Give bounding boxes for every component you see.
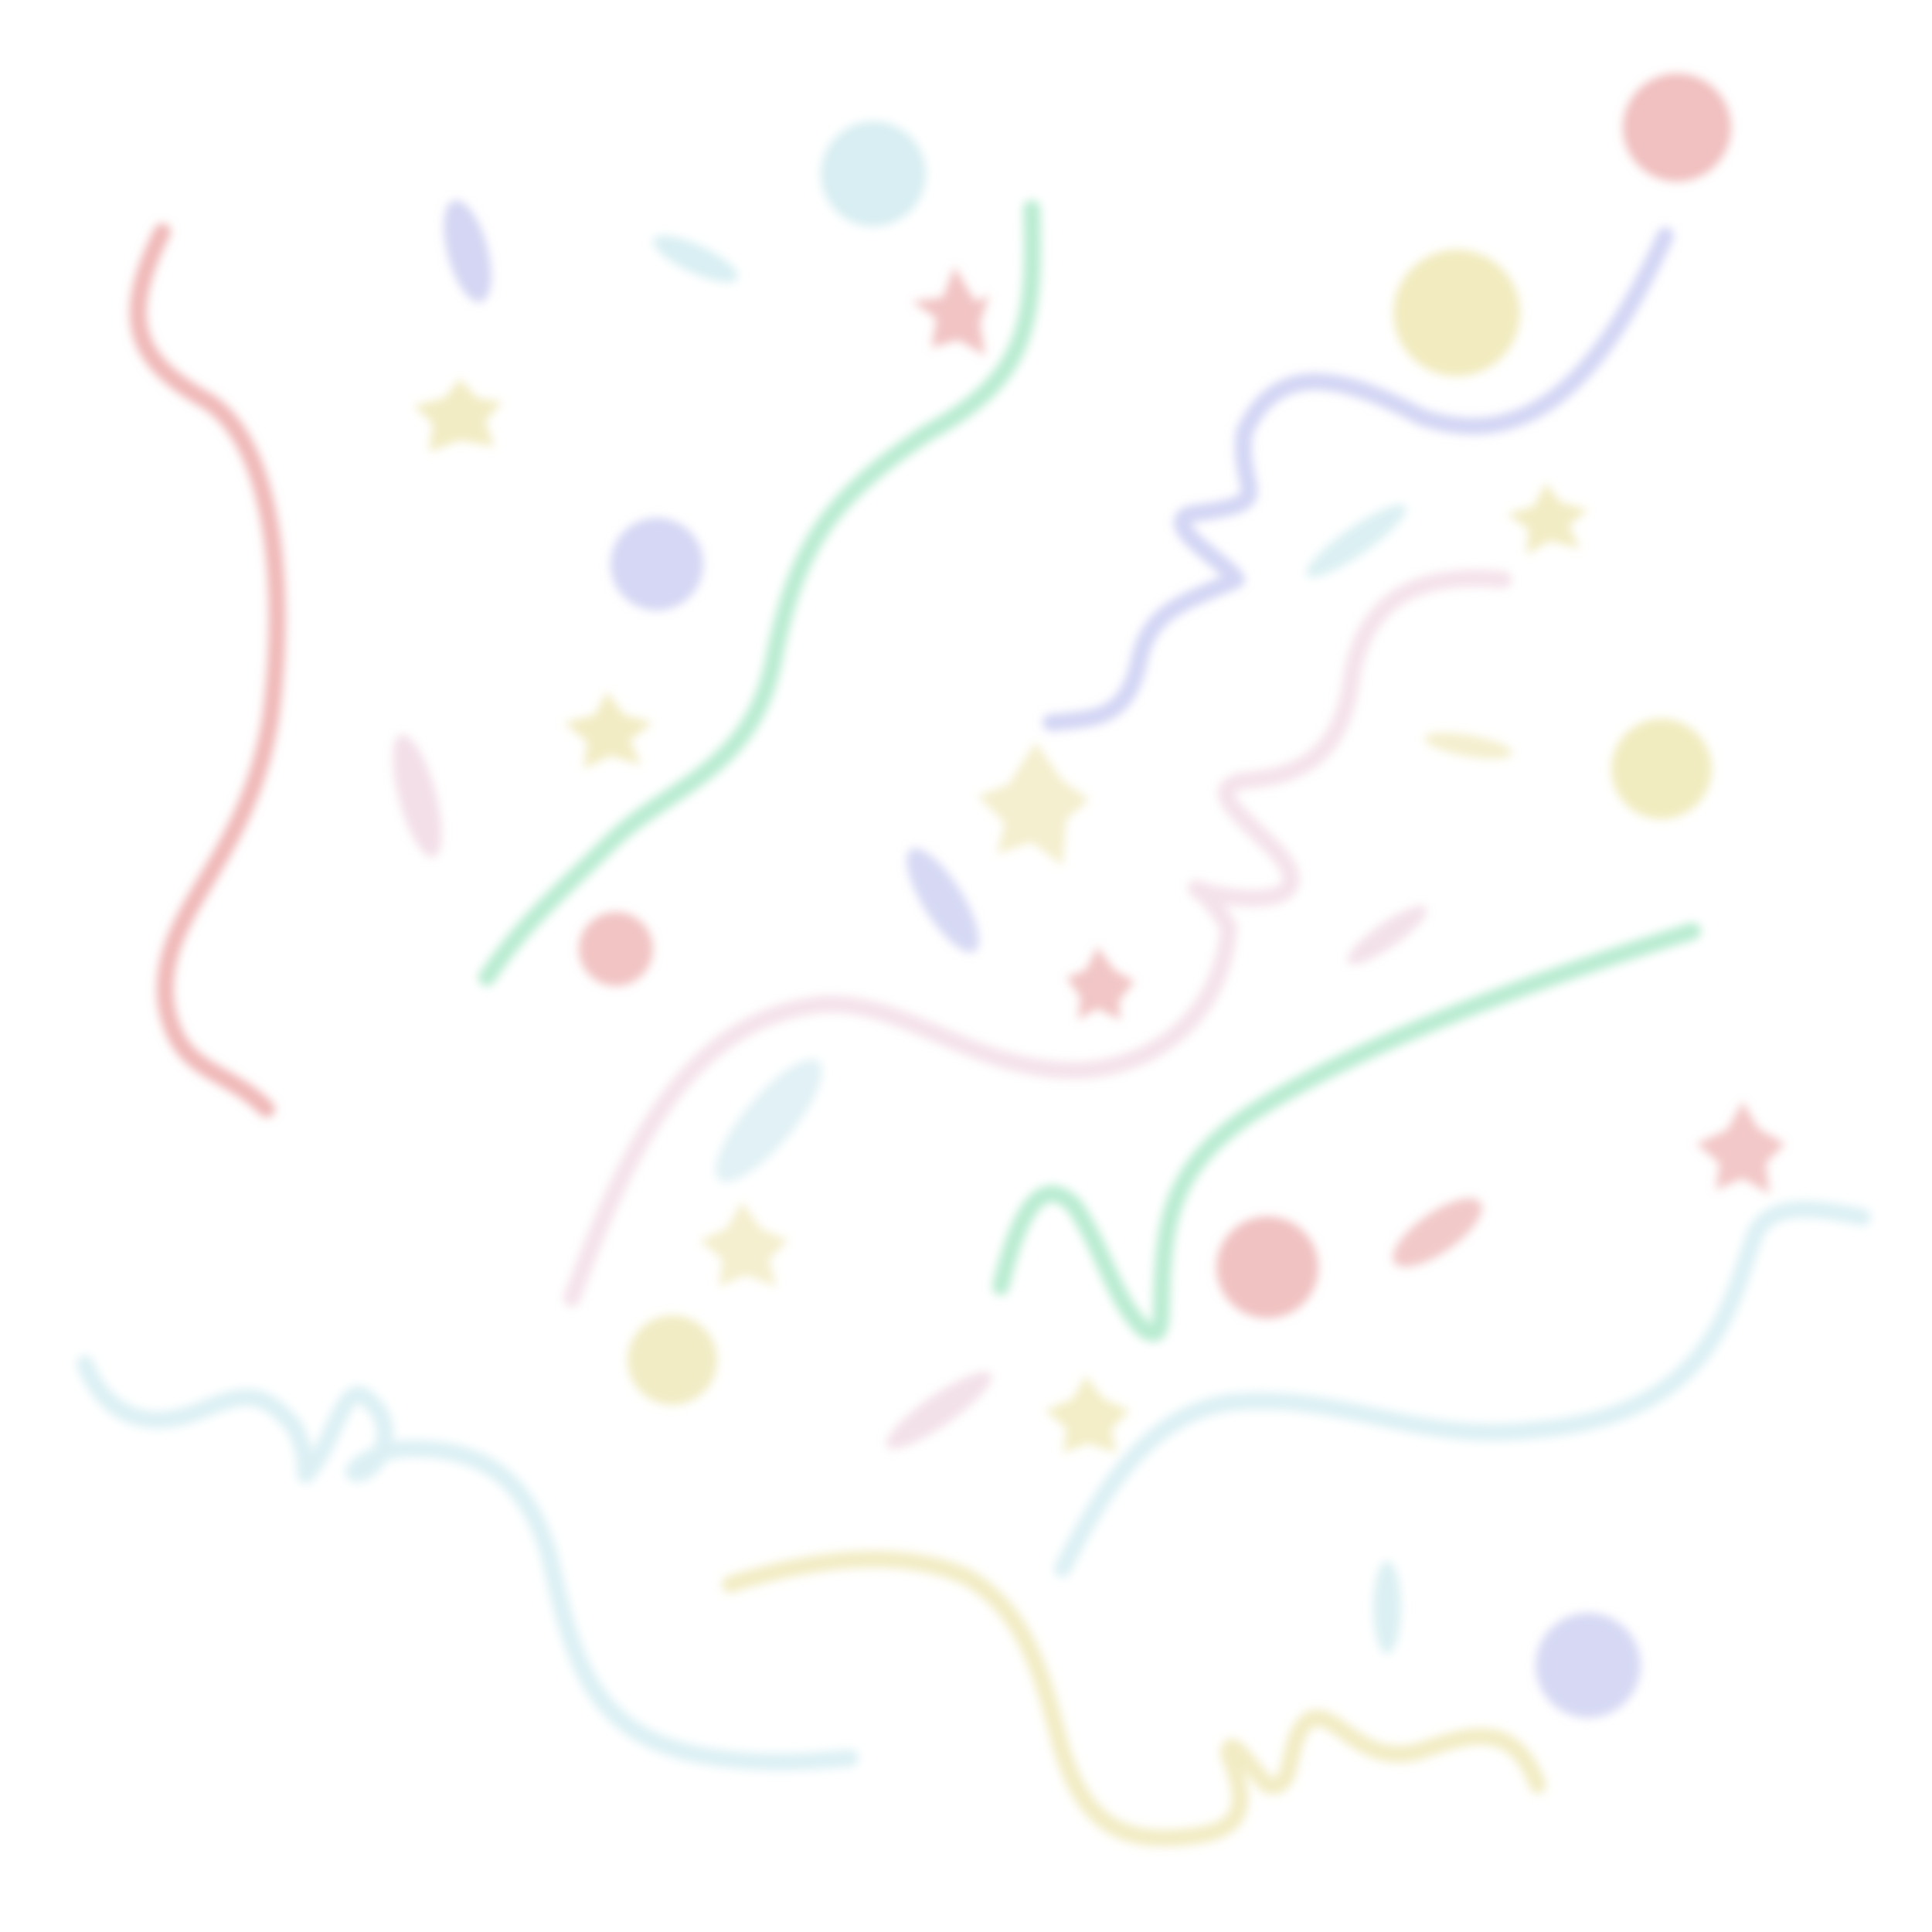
streamer-lavender	[1043, 227, 1674, 731]
dot-pale-cyan	[821, 121, 926, 226]
leaf-pale-yellow	[1423, 732, 1513, 760]
dot-lavender-low	[1536, 1613, 1641, 1718]
streamer-mint-lower	[992, 923, 1701, 1342]
star-pale-yellow-b	[1507, 483, 1588, 555]
star-coral	[912, 267, 989, 355]
leaf-coral	[1393, 1198, 1482, 1267]
leaf-pale-cyan	[653, 235, 738, 283]
streamer-pale-yellow	[722, 1550, 1546, 1847]
leaf-lavender-b	[906, 848, 979, 953]
dot-pale-yellow-large	[1393, 250, 1520, 376]
star-pale-yellow-d	[978, 742, 1090, 866]
star-pale-yellow-c	[564, 692, 653, 769]
star-coral-b	[1066, 947, 1134, 1020]
streamer-pale-cyan-right	[1054, 1200, 1871, 1577]
streamer-pale-cyan-left	[77, 1355, 859, 1770]
star-pale-yellow-f	[1045, 1376, 1130, 1453]
star-pale-yellow	[413, 379, 502, 452]
leaf-blush	[393, 734, 442, 858]
leaf-blush-c	[886, 1372, 992, 1449]
leaf-lavender	[444, 199, 492, 303]
streamer-coral	[129, 223, 286, 1117]
star-coral-c	[1696, 1101, 1785, 1194]
leaf-pale-cyan-b	[1306, 504, 1406, 578]
star-pale-yellow-e	[699, 1202, 788, 1287]
dot-pale-yellow-low	[628, 1315, 717, 1405]
dot-coral	[1623, 73, 1731, 182]
streamer-blush	[563, 570, 1512, 1307]
leaf-pale-cyan-c	[716, 1059, 822, 1182]
streamer-mint	[478, 200, 1041, 986]
dot-pale-yellow	[1611, 719, 1712, 819]
dot-coral-small	[579, 912, 653, 986]
leaf-blush-b	[1347, 906, 1427, 964]
leaf-pale-cyan-d	[1373, 1561, 1401, 1654]
dot-coral-mid	[1216, 1216, 1318, 1318]
dot-lavender	[611, 518, 703, 611]
